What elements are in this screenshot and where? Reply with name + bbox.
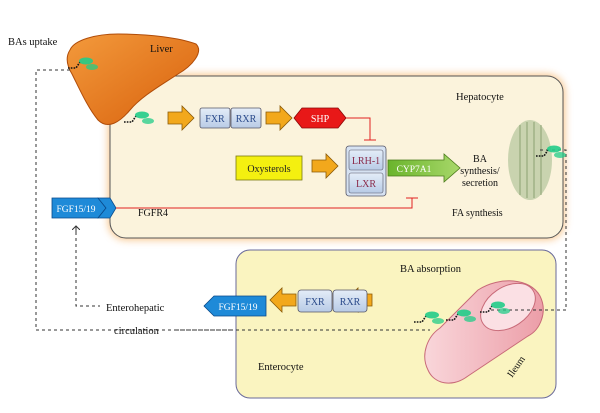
hepatocyte-fxr-rxr: FXR RXR bbox=[199, 107, 262, 129]
liver-organ bbox=[66, 33, 200, 125]
fgfr4-inhibition bbox=[116, 197, 418, 209]
lrh1-lxr-complex: LRH-1 LXR bbox=[345, 145, 387, 197]
arrow-to-fxr bbox=[167, 105, 195, 131]
bile-acid-molecule bbox=[124, 111, 154, 124]
shp-label: SHP bbox=[311, 114, 330, 125]
canalicular-membrane bbox=[508, 120, 552, 200]
lrh1-label: LRH-1 bbox=[352, 156, 380, 167]
fgf15-19-enterocyte-label: FGF15/19 bbox=[218, 303, 257, 313]
enterocyte-fxr-rxr: FXR RXR bbox=[297, 289, 368, 313]
ba-synthesis-label-2: synthesis/ bbox=[460, 166, 500, 177]
bas-uptake-label: BAs uptake bbox=[8, 37, 58, 48]
enterocyte-label: Enterocyte bbox=[258, 362, 304, 373]
ileum-organ bbox=[424, 280, 544, 384]
enterocyte-rxr-label: RXR bbox=[340, 297, 361, 308]
fa-synthesis-label: FA synthesis bbox=[452, 208, 503, 219]
cyp7a1-label: CYP7A1 bbox=[397, 165, 432, 175]
arrow-to-fgf-enterocyte bbox=[269, 287, 297, 313]
bile-acid-molecules bbox=[68, 57, 566, 324]
rxr-label: RXR bbox=[236, 114, 257, 125]
bile-acid-molecule bbox=[446, 309, 476, 322]
bile-acid-molecule bbox=[536, 145, 566, 158]
enterohepatic-label-2: circulation bbox=[114, 326, 160, 337]
arrow-to-shp bbox=[265, 105, 293, 131]
fgf15-19-hepatocyte-label: FGF15/19 bbox=[56, 205, 95, 215]
bile-acid-molecule bbox=[480, 301, 510, 314]
ba-synthesis-label-1: BA bbox=[473, 154, 488, 165]
oxysterols-node: Oxysterols bbox=[235, 155, 303, 181]
lxr-label: LXR bbox=[356, 179, 376, 190]
enterocyte-fxr-label: FXR bbox=[305, 297, 325, 308]
liver-label: Liver bbox=[150, 44, 173, 55]
arrow-to-lrh1 bbox=[311, 153, 339, 179]
enterocyte-fgf15-19: FGF15/19 bbox=[203, 295, 267, 317]
shp-inhibition bbox=[346, 117, 376, 141]
fgfr4-label: FGFR4 bbox=[138, 208, 168, 219]
bile-acid-molecule bbox=[68, 57, 98, 70]
bile-acid-molecule bbox=[414, 311, 444, 324]
oxysterols-label: Oxysterols bbox=[247, 164, 290, 175]
shp-node: SHP bbox=[293, 107, 347, 129]
enterohepatic-label-1: Enterohepatic bbox=[106, 303, 165, 314]
ba-synthesis-label-3: secretion bbox=[462, 178, 498, 189]
fxr-label: FXR bbox=[205, 114, 225, 125]
hepatocyte-label: Hepatocyte bbox=[456, 92, 504, 103]
hepatocyte-fgf15-19: FGF15/19 bbox=[51, 197, 117, 219]
cyp7a1-arrow: CYP7A1 bbox=[387, 153, 461, 183]
ba-absorption-label: BA absorption bbox=[400, 264, 462, 275]
